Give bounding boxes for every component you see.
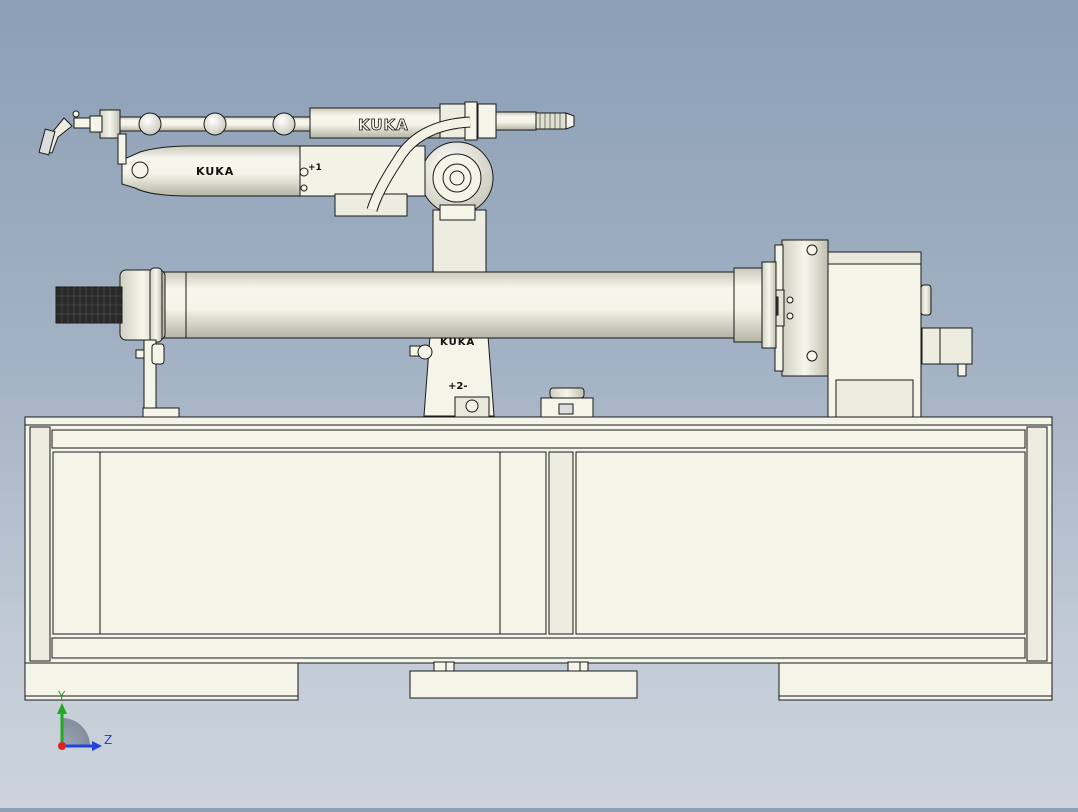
headstock bbox=[761, 239, 973, 418]
axis-mark-2: +2- bbox=[448, 381, 468, 392]
base-brand-label: KUKA bbox=[440, 337, 475, 348]
motor bbox=[921, 327, 973, 365]
tube-body bbox=[184, 271, 736, 339]
view-triad[interactable]: Y Z bbox=[57, 689, 112, 751]
frame-top-rail bbox=[51, 429, 1026, 449]
upper-arm-brand-label: KUKA bbox=[358, 116, 409, 134]
origin-dot bbox=[58, 742, 66, 750]
frame-left-post bbox=[29, 426, 51, 662]
tube-support bbox=[135, 339, 180, 418]
right-foot bbox=[778, 662, 1053, 701]
workpiece-tube bbox=[55, 261, 777, 349]
y-axis-label: Y bbox=[57, 689, 66, 703]
center-foot bbox=[409, 670, 638, 699]
robot-base: +2- KUKA bbox=[409, 209, 594, 418]
center-post bbox=[548, 451, 574, 635]
z-axis-label: Z bbox=[104, 733, 112, 747]
right-panel bbox=[575, 451, 1026, 635]
left-foot bbox=[24, 662, 299, 701]
frame-right-post bbox=[1026, 426, 1048, 662]
axis-mark-1: +1 bbox=[308, 163, 322, 173]
machine-table bbox=[24, 416, 1053, 701]
left-panel-inner bbox=[99, 451, 501, 635]
left-panel bbox=[52, 451, 547, 635]
chuck-body bbox=[781, 239, 829, 377]
frame-bottom-rail bbox=[51, 637, 1026, 659]
robot-arm: KUKA +1 KUKA bbox=[38, 101, 575, 221]
forearm-brand-label: KUKA bbox=[196, 165, 234, 178]
